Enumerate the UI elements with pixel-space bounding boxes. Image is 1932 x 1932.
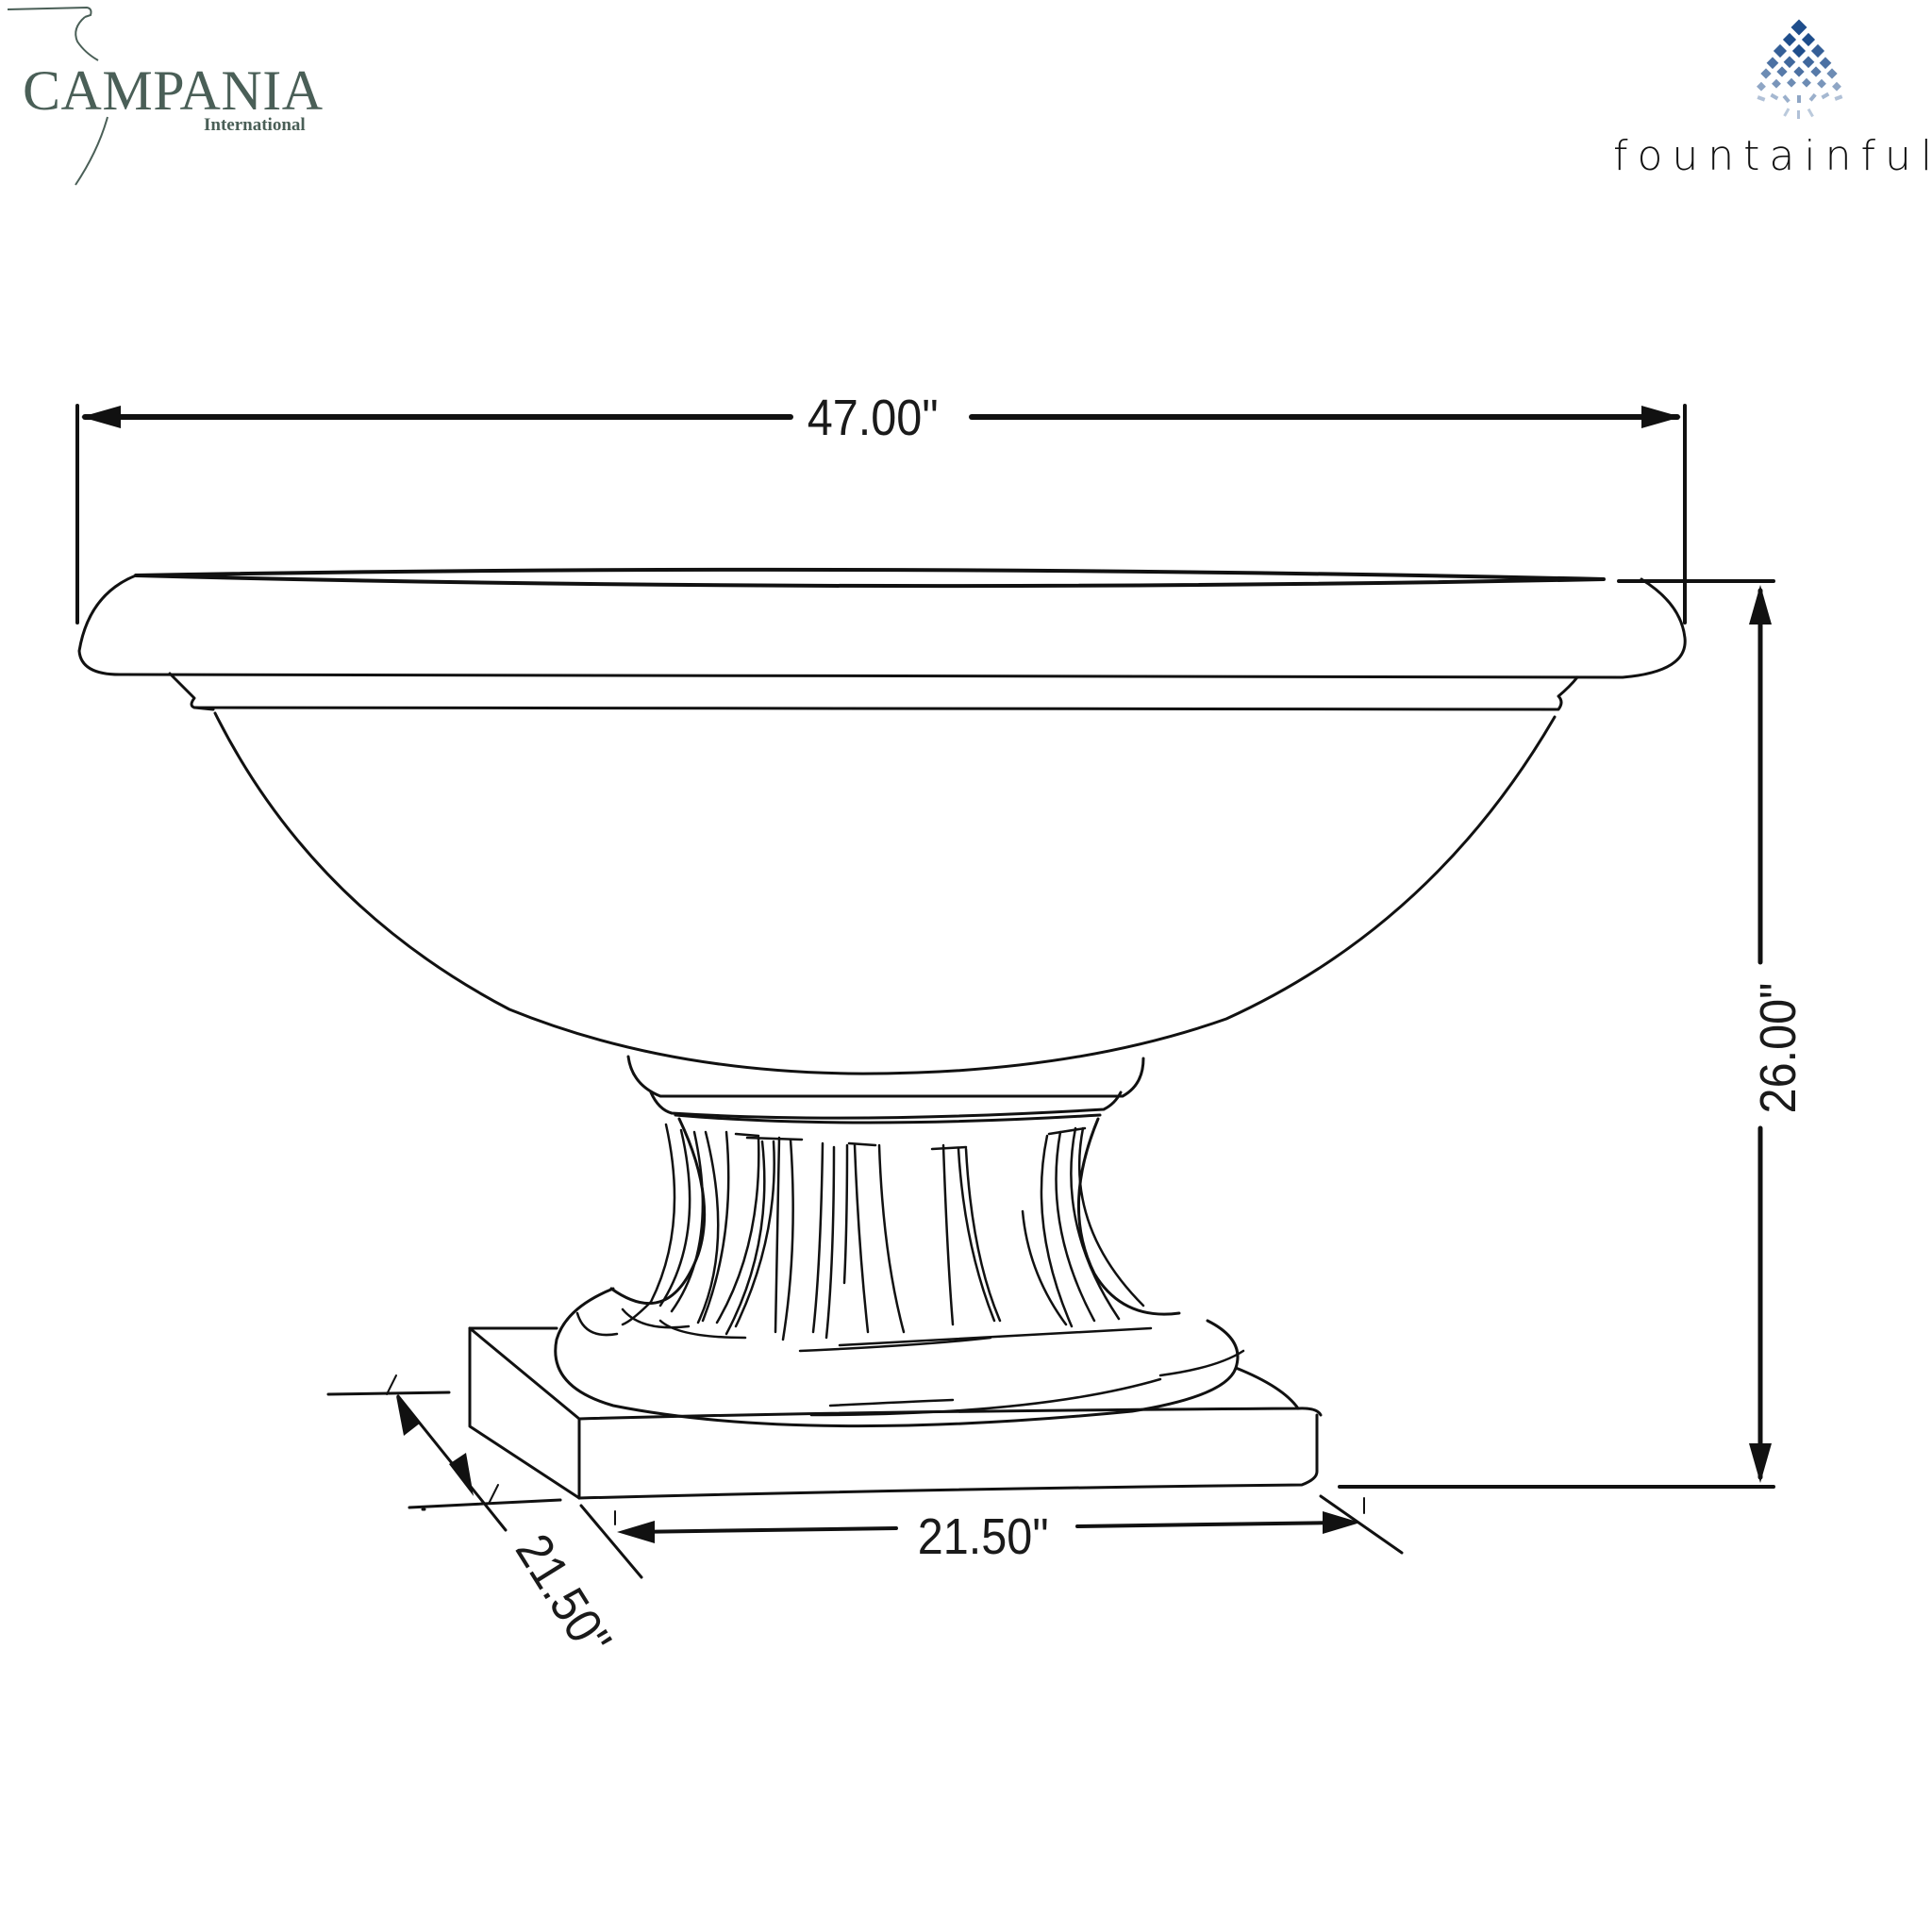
campania-wordmark: CAMPANIA [23, 59, 324, 122]
width-dimension-label: 47.00" [807, 390, 939, 446]
width-dimension-line [75, 404, 1687, 625]
fountainful-logo: fountainful [1594, 0, 1932, 198]
campania-subtitle: International [204, 115, 306, 135]
base-width-dimension-line [421, 1494, 1404, 1579]
height-dimension-label: 26.00" [1750, 982, 1807, 1114]
urn-outline-icon [7, 6, 108, 186]
fountainful-wordmark: fountainful [1613, 132, 1932, 180]
base-depth-dimension-line [326, 1374, 562, 1532]
base-width-dimension-label: 21.50" [917, 1508, 1049, 1565]
diamond-fountain-icon [1757, 19, 1843, 119]
height-dimension-line [1338, 585, 1775, 1489]
campania-logo: CAMPANIA International [0, 0, 358, 198]
